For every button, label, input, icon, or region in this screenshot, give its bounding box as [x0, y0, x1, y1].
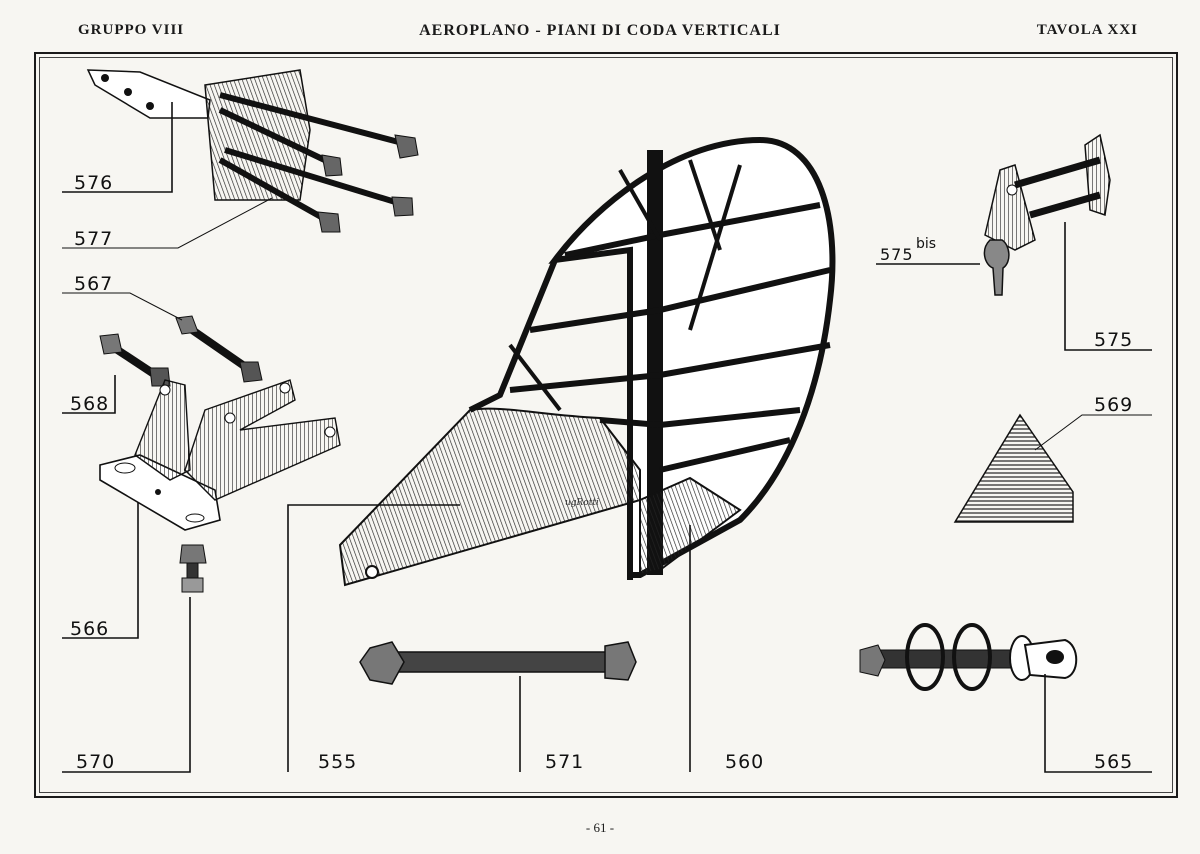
part-555-560-rudder: ugRotti [338, 136, 836, 587]
label-576: 576 [74, 172, 113, 194]
part-576-577-bracket [86, 69, 419, 233]
label-571: 571 [545, 751, 584, 773]
artist-signature: ugRotti [565, 498, 599, 508]
label-575bis: 575 [880, 245, 914, 264]
part-575-fitting [983, 133, 1111, 296]
plate-frame-inner [39, 57, 1173, 793]
label-575bis-superscript: bis [916, 236, 936, 252]
label-567: 567 [74, 273, 113, 295]
label-575: 575 [1094, 329, 1133, 351]
part-568-bolt [99, 333, 171, 387]
part-569-triangle [953, 413, 1074, 523]
label-555: 555 [318, 751, 357, 773]
part-565-bolt-with-washers [859, 623, 1078, 691]
page-number: - 61 - [585, 820, 615, 835]
part-570-bolt [179, 544, 207, 593]
header-title: AEROPLANO - PIANI DI CODA VERTICALI [419, 22, 781, 39]
label-569: 569 [1094, 394, 1133, 416]
label-570: 570 [76, 751, 115, 773]
label-560: 560 [725, 751, 764, 773]
label-568: 568 [70, 393, 109, 415]
plate-frame [34, 52, 1178, 798]
header-plate: TAVOLA XXI [1036, 22, 1138, 38]
header-group: GRUPPO VIII [78, 22, 185, 38]
leader-lines [62, 102, 1152, 773]
label-577: 577 [74, 228, 113, 250]
part-571-long-bolt [359, 641, 637, 685]
label-566: 566 [70, 618, 109, 640]
part-567-bolt [175, 315, 263, 383]
label-565: 565 [1094, 751, 1133, 773]
part-566-fitting [99, 379, 341, 531]
